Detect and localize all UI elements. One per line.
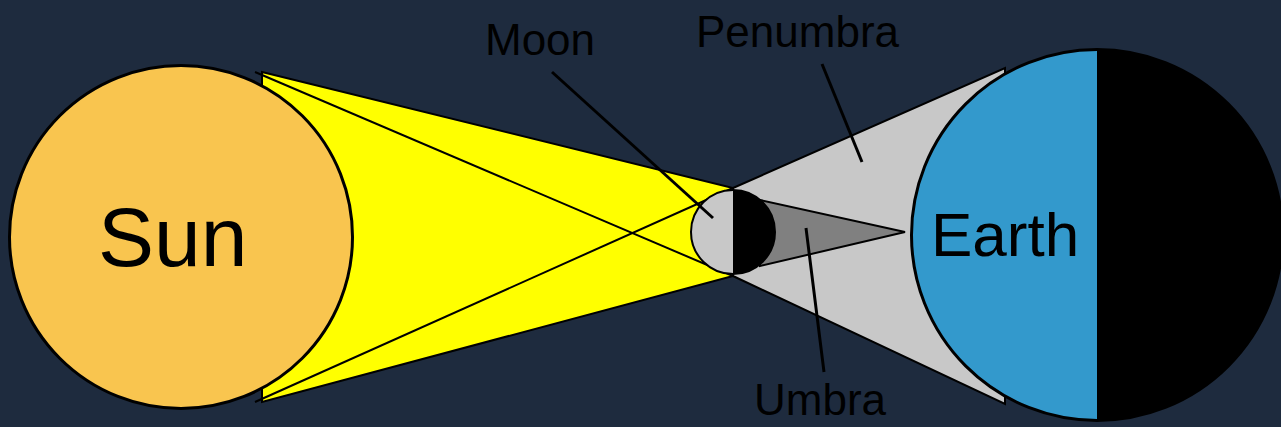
- sun-circle: Sun: [8, 64, 354, 410]
- circle-fill: [912, 50, 1281, 421]
- node-label: Sun: [98, 195, 247, 279]
- node-label: Earth: [931, 204, 1079, 266]
- circle-fill: [10, 66, 353, 409]
- moon-label: Moon: [485, 18, 595, 62]
- penumbra-label: Penumbra: [696, 10, 899, 54]
- umbra-label: Umbra: [754, 378, 886, 422]
- moon-outline: [691, 190, 775, 274]
- leader-line: [822, 64, 862, 162]
- leader-line: [552, 72, 713, 218]
- moon-dark-half: [733, 190, 775, 274]
- leader-line: [806, 228, 824, 372]
- night-side: [1097, 50, 1281, 421]
- circle-outline: [10, 66, 353, 409]
- earth-circle: Earth: [910, 48, 1281, 422]
- umbra-shadow: [760, 200, 905, 266]
- circle-outline: [912, 50, 1281, 421]
